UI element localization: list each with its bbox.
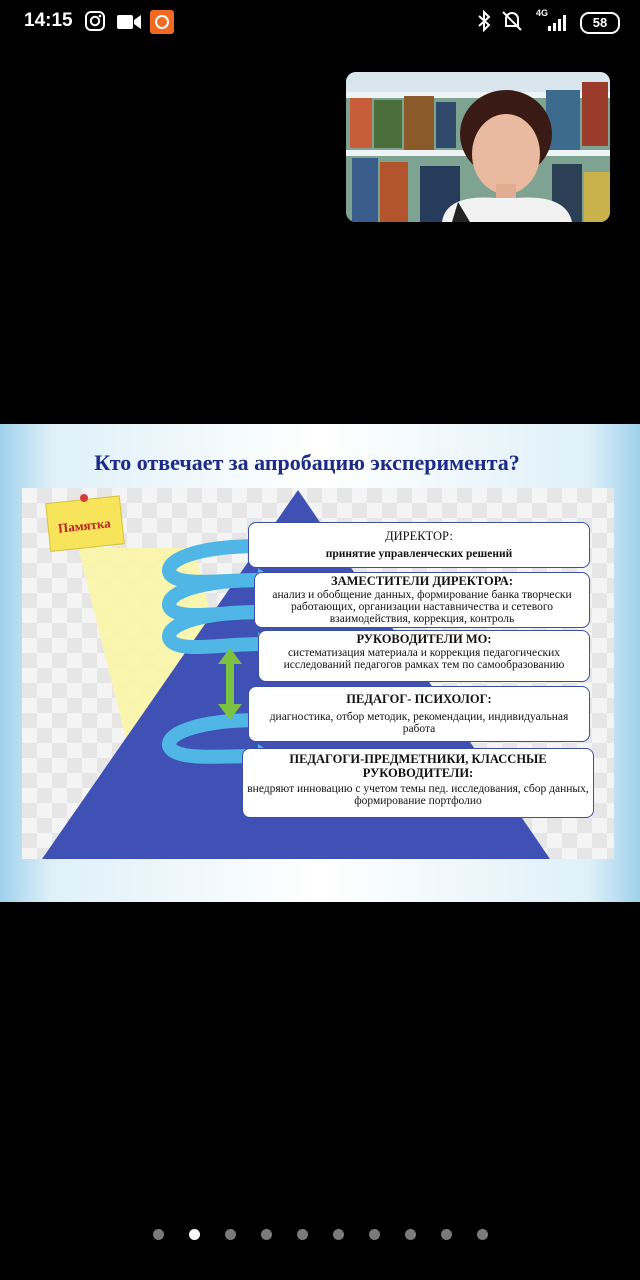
role-heading: РУКОВОДИТЕЛИ МО: xyxy=(356,632,492,646)
signal-icon xyxy=(548,15,566,31)
role-description: принятие управленческих решений xyxy=(325,547,513,560)
role-description: анализ и обобщение данных, формирование … xyxy=(272,588,572,626)
participant-video-frame xyxy=(346,72,610,222)
video-camera-icon xyxy=(117,15,141,29)
bluetooth-icon xyxy=(478,10,491,32)
role-description: внедряют инновацию с учетом темы пед. ис… xyxy=(247,783,589,808)
role-box-mo-heads: РУКОВОДИТЕЛИ МО: систематизация материал… xyxy=(258,630,590,682)
page-dot[interactable] xyxy=(224,1229,236,1240)
role-heading: ДИРЕКТОР: xyxy=(385,529,453,543)
role-box-teachers: ПЕДАГОГИ-ПРЕДМЕТНИКИ, КЛАССНЫЕ РУКОВОДИТ… xyxy=(242,748,594,818)
page-dot[interactable] xyxy=(260,1229,272,1240)
page-dot[interactable] xyxy=(404,1229,416,1240)
status-time: 14:15 xyxy=(24,10,73,31)
role-box-psychologist: ПЕДАГОГ- ПСИХОЛОГ: диагностика, отбор ме… xyxy=(248,686,590,742)
role-heading: ЗАМЕСТИТЕЛИ ДИРЕКТОРА: xyxy=(330,574,513,588)
role-description: диагностика, отбор методик, рекомендации… xyxy=(269,710,569,735)
battery-indicator: 58 xyxy=(580,12,620,34)
role-box-director: ДИРЕКТОР: принятие управленческих решени… xyxy=(248,522,590,568)
page-dot[interactable] xyxy=(188,1229,200,1240)
mute-icon xyxy=(502,11,522,31)
app-notification-icon xyxy=(150,10,174,34)
presentation-slide[interactable]: Кто отвечает за апробацию эксперимента? xyxy=(0,424,640,902)
page-dot[interactable] xyxy=(296,1229,308,1240)
instagram-icon xyxy=(85,11,105,31)
page-dot[interactable] xyxy=(368,1229,380,1240)
page-dot[interactable] xyxy=(332,1229,344,1240)
role-description: систематизация материала и коррекция пед… xyxy=(283,646,565,671)
page-dot[interactable] xyxy=(440,1229,452,1240)
role-heading: ПЕДАГОГИ-ПРЕДМЕТНИКИ, КЛАССНЫЕ РУКОВОДИТ… xyxy=(289,752,547,780)
page-dot[interactable] xyxy=(476,1229,488,1240)
role-box-deputies: ЗАМЕСТИТЕЛИ ДИРЕКТОРА: анализ и обобщени… xyxy=(254,572,590,628)
slide-board: Памятка ДИРЕКТОР: принятие управленчески… xyxy=(22,488,614,859)
slide-title: Кто отвечает за апробацию эксперимента? xyxy=(94,450,520,475)
participant-video[interactable] xyxy=(346,72,610,222)
page-indicator xyxy=(0,1229,640,1241)
network-type: 4G xyxy=(536,8,549,18)
status-bar: 14:15 4G 58 xyxy=(0,0,640,44)
page-dot[interactable] xyxy=(152,1229,164,1240)
role-heading: ПЕДАГОГ- ПСИХОЛОГ: xyxy=(346,692,492,706)
